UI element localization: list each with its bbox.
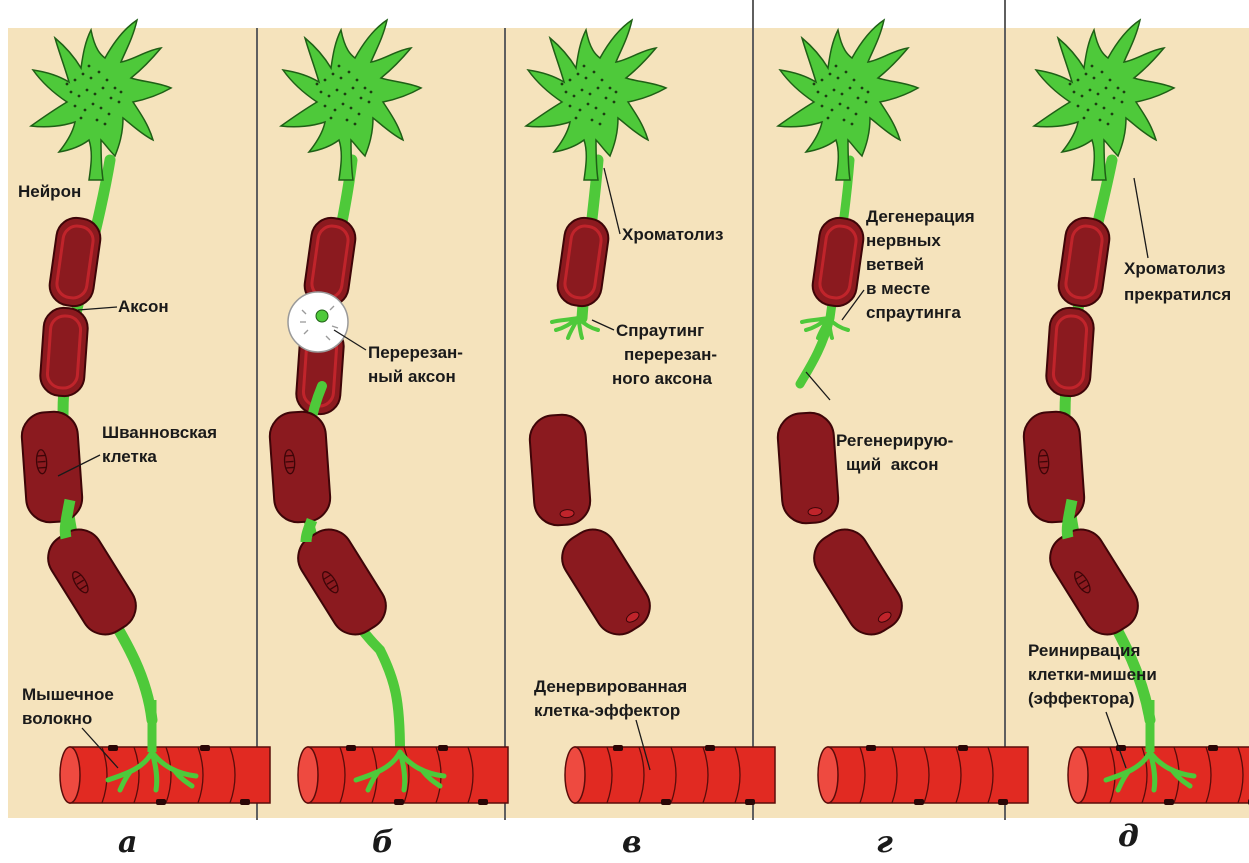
- schwann-cell-b3: [268, 410, 332, 524]
- label-cut-line2: ный аксон: [368, 367, 456, 386]
- panel-letter-d: г: [876, 825, 893, 860]
- label-schwann-line2: клетка: [102, 447, 157, 466]
- label-cut-line1: Перерезан-: [368, 343, 463, 362]
- label-degeneration-line2: нервных: [866, 231, 941, 250]
- label-regen-line2: щий аксон: [846, 455, 939, 474]
- label-degeneration-line4: в месте: [866, 279, 930, 298]
- panel-letter-e: д: [1118, 819, 1139, 854]
- label-axon: Аксон: [118, 297, 169, 316]
- label-denervated-line1: Денервированная: [534, 677, 687, 696]
- label-schwann-line1: Шванновская: [102, 423, 217, 442]
- schwann-cell-c2: [528, 413, 592, 527]
- schwann-cell-e2: [1045, 307, 1095, 398]
- muscle-fiber-c: [565, 745, 775, 805]
- panel-letter-b: б: [372, 825, 394, 860]
- label-sprouting-line2: перерезан-: [624, 345, 717, 364]
- cut-site-b: [288, 292, 348, 352]
- label-neuron: Нейрон: [18, 182, 81, 201]
- label-chromatolysis: Хроматолиз: [622, 225, 723, 244]
- label-degeneration-line5: спраутинга: [866, 303, 961, 322]
- label-degeneration-line3: ветвей: [866, 255, 924, 274]
- muscle-fiber-e: [1068, 745, 1249, 805]
- label-regen-line1: Регенерирую-: [836, 431, 953, 450]
- label-muscle-line2: волокно: [22, 709, 92, 728]
- label-denervated-line2: клетка-эффектор: [534, 701, 680, 720]
- panel-letter-c: в: [622, 825, 642, 860]
- label-sprouting-line1: Спраутинг: [616, 321, 704, 340]
- schwann-cell-d2: [776, 411, 840, 525]
- label-sprouting-line3: ного аксона: [612, 369, 712, 388]
- panel-letter-a: а: [118, 825, 137, 860]
- label-muscle-line1: Мышечное: [22, 685, 114, 704]
- label-reinnervation-line3: (эффектора): [1028, 689, 1135, 708]
- schwann-cell-a2: [39, 307, 89, 398]
- label-degeneration-line1: Дегенерация: [866, 207, 975, 226]
- label-chromatolysis-stop-line2: прекратился: [1124, 285, 1231, 304]
- label-reinnervation-line2: клетки-мишени: [1028, 665, 1157, 684]
- label-reinnervation-line1: Реинирвация: [1028, 641, 1140, 660]
- muscle-fiber-d: [818, 745, 1028, 805]
- label-chromatolysis-stop-line1: Хроматолиз: [1124, 259, 1225, 278]
- muscle-fiber-a: [60, 745, 270, 805]
